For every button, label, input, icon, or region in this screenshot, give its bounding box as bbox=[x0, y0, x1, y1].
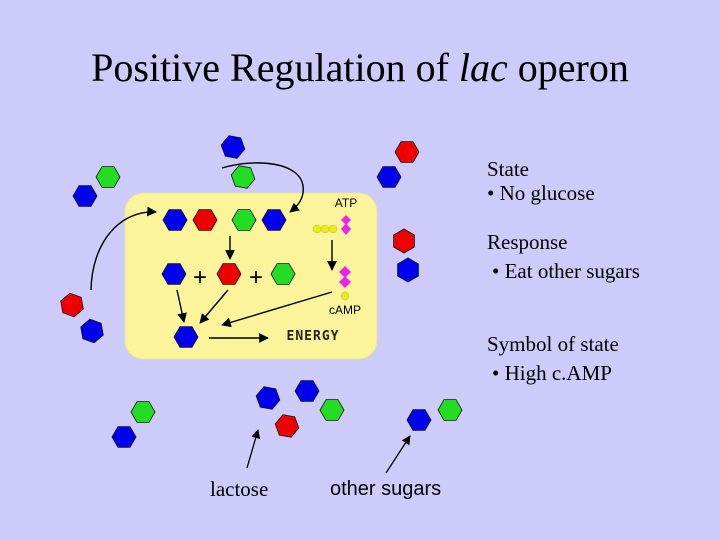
middle-row bbox=[161, 263, 296, 285]
title-italic: lac bbox=[458, 45, 508, 90]
atp-label: ATP bbox=[335, 196, 357, 210]
arrow-left-to-glucose bbox=[176, 289, 187, 323]
response-bullet-text: Eat other sugars bbox=[504, 259, 640, 283]
outside-sugar-right bbox=[393, 228, 419, 283]
response-heading: Response bbox=[487, 230, 568, 254]
other-sugars-label: other sugars bbox=[330, 478, 442, 500]
outside-sugar-top bbox=[218, 134, 258, 190]
state-heading: State bbox=[487, 157, 529, 181]
arrow-camp-to-glucose bbox=[221, 291, 333, 328]
title-tail: operon bbox=[507, 45, 629, 90]
state-bullet-text: No glucose bbox=[499, 181, 595, 205]
title-text: Positive Regulation of bbox=[91, 45, 459, 90]
lactose-label: lactose bbox=[210, 477, 269, 501]
cell-body bbox=[124, 192, 378, 360]
camp-molecule bbox=[339, 266, 351, 301]
other-sugars-pointer bbox=[385, 435, 411, 474]
outside-sugar-left bbox=[72, 166, 121, 207]
outside-sugar-top-right bbox=[376, 141, 420, 188]
uptake-arrow-top bbox=[221, 162, 304, 213]
outside-sugar-bottom-left bbox=[56, 290, 108, 346]
bullet-mark: • bbox=[492, 259, 500, 283]
arrow-mid-to-glucose bbox=[199, 289, 229, 324]
lactose-pointer bbox=[246, 429, 261, 469]
symbol-heading: Symbol of state bbox=[487, 332, 619, 356]
atp-molecule bbox=[312, 215, 351, 235]
energy-label: ENERGY bbox=[287, 329, 340, 344]
response-bullet: • Eat other sugars bbox=[492, 259, 640, 284]
state-bullet: • No glucose bbox=[487, 181, 595, 206]
symbol-bullet-text: High c.AMP bbox=[504, 361, 612, 385]
plus-sign-1: + bbox=[193, 264, 207, 291]
outside-sugar-lactose bbox=[111, 401, 156, 448]
plus-sign-2: + bbox=[249, 264, 263, 291]
outside-sugar-other bbox=[406, 399, 463, 431]
outside-sugar-center-2 bbox=[294, 380, 345, 421]
outside-sugar-center bbox=[253, 382, 302, 442]
uptake-arrow-left bbox=[90, 206, 157, 291]
symbol-bullet: • High c.AMP bbox=[492, 361, 612, 386]
slide-title: Positive Regulation of lac operon bbox=[0, 44, 720, 91]
camp-label: cAMP bbox=[329, 303, 361, 317]
bullet-mark: • bbox=[487, 181, 495, 205]
bullet-mark: • bbox=[492, 361, 500, 385]
